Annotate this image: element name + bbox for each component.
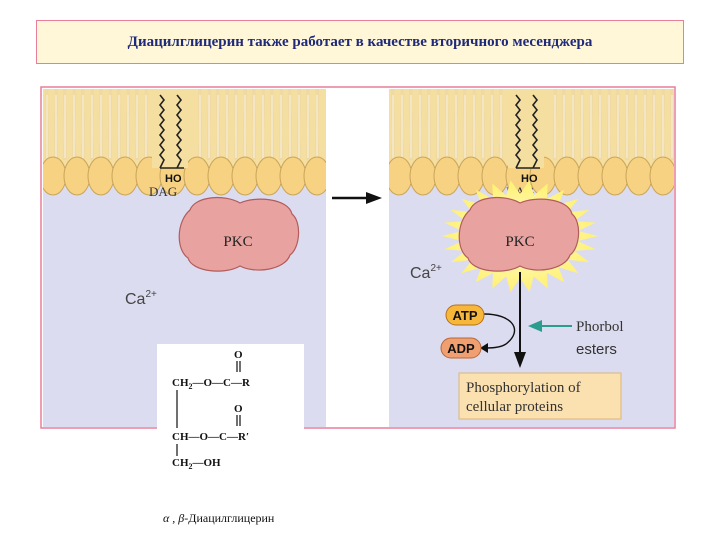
- phorbol-arrow-head: [528, 320, 542, 332]
- panel-gap: [327, 89, 388, 427]
- pkc-output-arrow: [514, 272, 526, 368]
- left-lipid-tails: [44, 89, 320, 160]
- atp-label: ATP: [452, 308, 477, 323]
- transition-arrow-head: [366, 192, 382, 204]
- left-dag-chain-1: [158, 94, 166, 169]
- lipid-head: [255, 156, 283, 196]
- right-dag-bg: [508, 92, 544, 168]
- lipid-head: [553, 156, 581, 196]
- lipid-head: [43, 156, 67, 196]
- adp-label: ADP: [447, 341, 475, 356]
- left-dag-chain-2: [175, 94, 183, 169]
- structure-caption: α , β-Диацилглицерин: [163, 511, 275, 525]
- phorbol-label-line2: esters: [576, 341, 617, 358]
- atp-adp-curve-head: [480, 343, 488, 353]
- lipid-head: [111, 156, 139, 196]
- lipid-head: [279, 156, 307, 196]
- left-lipid-heads: [43, 156, 326, 196]
- right-calcium-label: Ca2+: [410, 263, 442, 282]
- atp-badge: ATP: [445, 304, 485, 326]
- structure-row3: CH2—OH: [172, 457, 221, 471]
- lipid-head: [601, 156, 629, 196]
- atp-pill: [445, 304, 485, 326]
- lipid-head: [389, 156, 413, 196]
- left-pkc: PKC: [178, 196, 300, 272]
- lipid-head: [625, 156, 653, 196]
- lipid-head: [433, 156, 461, 196]
- right-dag-chain-2: [531, 94, 539, 169]
- lipid-head: [87, 156, 115, 196]
- atp-adp-curve: [483, 313, 516, 349]
- right-pkc-blob: [458, 196, 580, 272]
- phosphorylation-line2: cellular proteins: [466, 399, 563, 415]
- right-pkc-label: PKC: [505, 234, 534, 250]
- pkc-output-head: [514, 352, 526, 368]
- phorbol-label-line1: Phorbol: [576, 319, 624, 335]
- left-dag-molecule: HO DAG: [149, 92, 188, 199]
- left-dag-label: DAG: [149, 184, 177, 199]
- page-title: Диацилглицерин также работает в качестве…: [127, 33, 593, 50]
- left-pkc-label: PKC: [223, 234, 252, 250]
- lipid-head: [649, 156, 674, 196]
- adp-pill: [440, 337, 482, 359]
- left-calcium-label: Ca2+: [125, 289, 157, 308]
- lipid-head: [303, 156, 326, 196]
- left-pkc-blob: [178, 196, 300, 272]
- lipid-head: [207, 156, 235, 196]
- left-dag-ho-label: HO: [165, 173, 182, 185]
- title-box: Диацилглицерин также работает в качестве…: [36, 20, 684, 64]
- diagram-frame: [40, 86, 676, 429]
- structure-bg: [157, 344, 304, 480]
- lipid-head: [457, 156, 485, 196]
- dag-structure-inset: O CH2—O—C—R O CH—O—C—R′ CH2—OH: [157, 344, 304, 480]
- right-dag-ho-label: HO: [521, 173, 538, 185]
- lipid-head: [231, 156, 259, 196]
- structure-row2: CH—O—C—R′: [172, 431, 249, 443]
- phosphorylation-box: Phosphorylation of cellular proteins: [458, 372, 622, 420]
- right-pkc: PKC: [458, 196, 580, 272]
- lipid-head: [577, 156, 605, 196]
- phosphorylation-box-bg: [458, 372, 622, 420]
- structure-row1: CH2—O—C—R: [172, 377, 251, 391]
- transition-arrow: [332, 192, 382, 204]
- phosphorylation-line1: Phosphorylation of: [466, 380, 581, 396]
- right-dag-chain-1: [514, 94, 522, 169]
- structure-o-top: O: [234, 349, 243, 361]
- right-lipid-tails: [390, 89, 674, 160]
- phorbol-arrow: [528, 320, 572, 332]
- lipid-head: [409, 156, 437, 196]
- lipid-head: [63, 156, 91, 196]
- structure-o-mid: O: [234, 403, 243, 415]
- adp-badge: ADP: [440, 337, 482, 359]
- left-dag-bg: [152, 92, 188, 168]
